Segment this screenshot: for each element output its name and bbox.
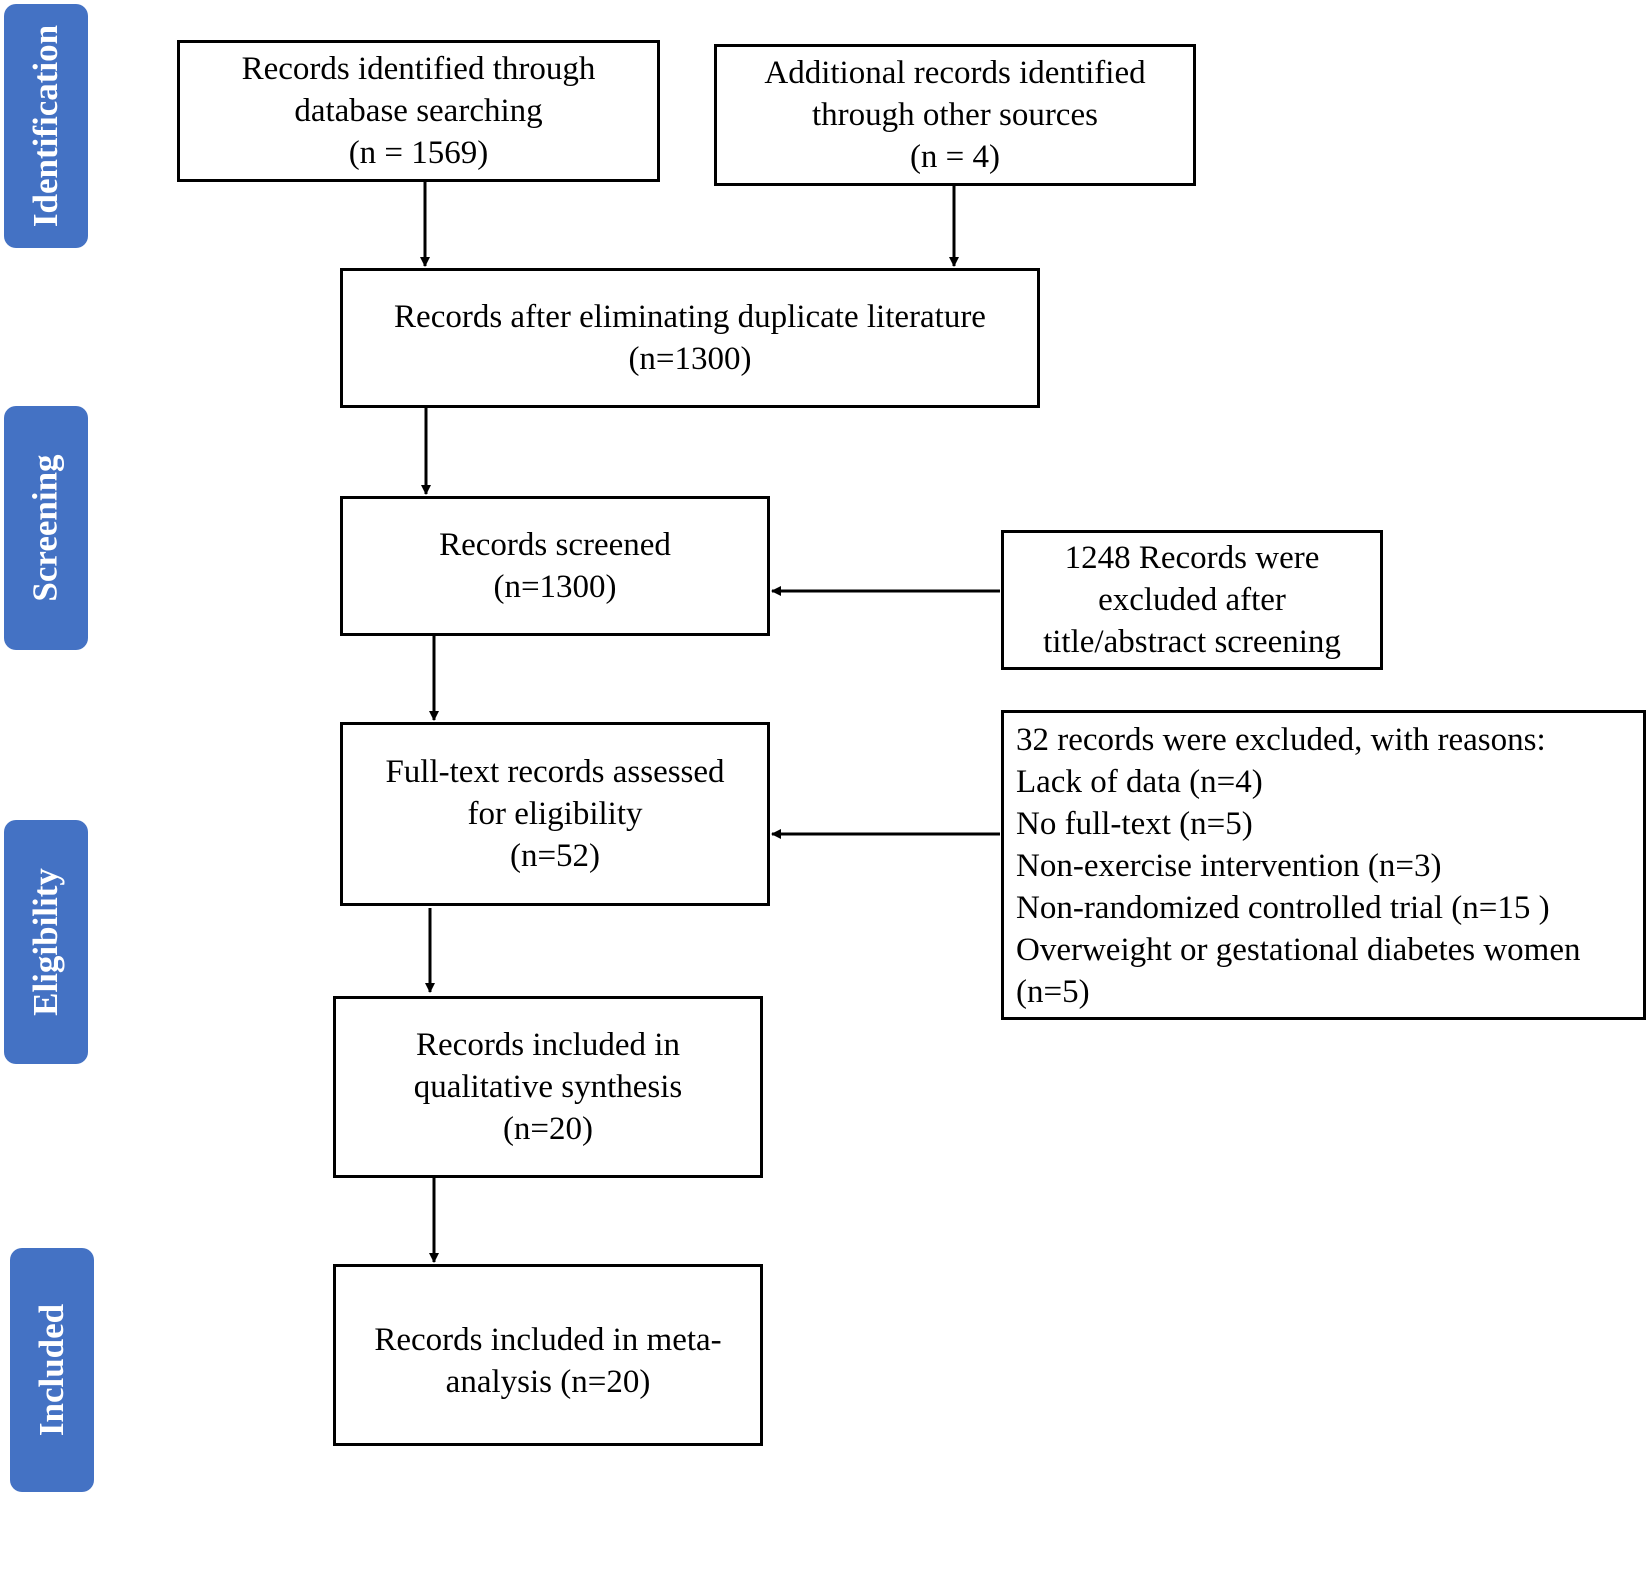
box-line: Records after eliminating duplicate lite… [394,299,986,335]
box-line: analysis (n=20) [445,1364,651,1400]
box-line: 32 records were excluded, with reasons: [1016,722,1546,758]
box-excluded-title-abstract: 1248 Records were excluded after title/a… [1001,530,1383,670]
box-line: Records included in [416,1027,680,1063]
box-screened: Records screened (n=1300) [340,496,770,636]
box-line: (n = 1569) [348,135,489,171]
box-line: 1248 Records were [1064,540,1320,576]
box-line: (n=5) [1016,974,1090,1010]
box-line: (n = 4) [909,139,1001,175]
box-qualitative-synthesis: Records included in qualitative synthesi… [333,996,763,1178]
box-database-search: Records identified through database sear… [177,40,660,182]
box-meta-analysis: Records included in meta- analysis (n=20… [333,1264,763,1446]
stage-eligibility: Eligibility [4,820,88,1064]
box-line: Lack of data (n=4) [1016,764,1263,800]
box-line: (n=1300) [628,341,752,377]
box-line: No full-text (n=5) [1016,806,1253,842]
box-line: (n=1300) [493,569,617,605]
box-line: for eligibility [467,796,643,832]
box-after-duplicates: Records after eliminating duplicate lite… [340,268,1040,408]
box-line: title/abstract screening [1043,624,1341,660]
box-line: Records screened [439,527,671,563]
box-line: qualitative synthesis [413,1069,683,1105]
box-line: Overweight or gestational diabetes women [1016,932,1581,968]
box-full-text-assessed: Full-text records assessed for eligibili… [340,722,770,906]
box-line: (n=52) [509,838,601,874]
stage-identification-label: Identification [26,24,66,228]
box-excluded-reasons: 32 records were excluded, with reasons: … [1001,710,1646,1020]
stage-included: Included [10,1248,94,1492]
box-line: Full-text records assessed [385,754,725,790]
box-line: database searching [294,93,543,129]
box-line: excluded after [1098,582,1286,618]
box-line: through other sources [812,97,1098,133]
box-line: Non-exercise intervention (n=3) [1016,848,1442,884]
box-line: Records included in meta- [374,1322,722,1358]
box-line: Records identified through [241,51,596,87]
stage-screening-label: Screening [26,454,66,602]
box-line: Non-randomized controlled trial (n=15 ) [1016,890,1550,926]
stage-identification: Identification [4,4,88,248]
box-line: (n=20) [502,1111,594,1147]
stage-eligibility-label: Eligibility [26,868,65,1016]
box-line: Additional records identified [764,55,1146,91]
stage-screening: Screening [4,406,88,650]
box-other-sources: Additional records identified through ot… [714,44,1196,186]
stage-included-label: Included [32,1303,71,1437]
